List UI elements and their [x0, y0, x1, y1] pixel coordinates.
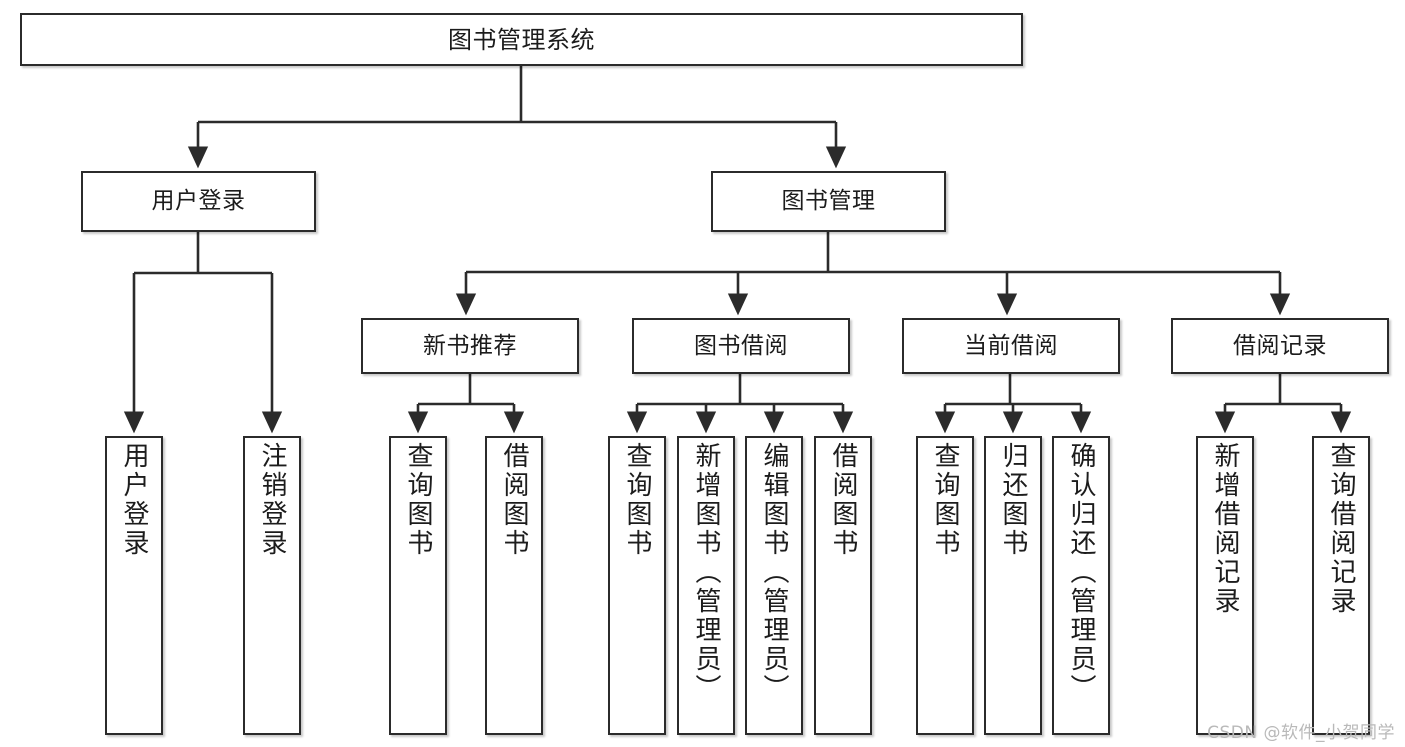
- node-new-book-recommend-label: 新书推荐: [423, 332, 517, 359]
- node-leaf-logout[interactable]: 注销登录: [243, 436, 301, 735]
- node-leaf-add-record-label: 新增借阅记录: [1210, 442, 1240, 616]
- node-leaf-query-book-3-label: 查询图书: [930, 442, 960, 558]
- node-book-borrow[interactable]: 图书借阅: [632, 318, 850, 374]
- node-leaf-query-record[interactable]: 查询借阅记录: [1312, 436, 1370, 735]
- node-root-label: 图书管理系统: [448, 25, 595, 54]
- node-leaf-return-book-label: 归还图书: [998, 442, 1028, 558]
- csdn-watermark: CSDN @软件_小贺同学: [1207, 723, 1395, 743]
- node-leaf-add-book-label: 新增图书（管理员）: [691, 442, 721, 703]
- node-leaf-borrow-book-2[interactable]: 借阅图书: [814, 436, 872, 735]
- node-leaf-logout-label: 注销登录: [257, 442, 287, 558]
- node-leaf-return-book[interactable]: 归还图书: [984, 436, 1042, 735]
- node-leaf-query-record-label: 查询借阅记录: [1326, 442, 1356, 616]
- node-user-login[interactable]: 用户登录: [81, 171, 316, 232]
- node-leaf-edit-book[interactable]: 编辑图书（管理员）: [745, 436, 803, 735]
- node-borrow-record-label: 借阅记录: [1233, 332, 1327, 359]
- node-book-manage-label: 图书管理: [781, 188, 876, 215]
- node-leaf-add-book[interactable]: 新增图书（管理员）: [677, 436, 735, 735]
- node-leaf-user-login-label: 用户登录: [119, 442, 149, 558]
- node-book-manage[interactable]: 图书管理: [711, 171, 946, 232]
- node-leaf-confirm-return-label: 确认归还（管理员）: [1066, 442, 1096, 703]
- node-root[interactable]: 图书管理系统: [20, 13, 1023, 66]
- node-leaf-borrow-book-2-label: 借阅图书: [828, 442, 858, 558]
- node-book-borrow-label: 图书借阅: [694, 332, 788, 359]
- node-leaf-confirm-return[interactable]: 确认归还（管理员）: [1052, 436, 1110, 735]
- node-leaf-borrow-book-1-label: 借阅图书: [499, 442, 529, 558]
- node-leaf-query-book-3[interactable]: 查询图书: [916, 436, 974, 735]
- node-current-borrow-label: 当前借阅: [964, 332, 1058, 359]
- node-leaf-add-record[interactable]: 新增借阅记录: [1196, 436, 1254, 735]
- node-new-book-recommend[interactable]: 新书推荐: [361, 318, 579, 374]
- node-leaf-user-login[interactable]: 用户登录: [105, 436, 163, 735]
- node-leaf-edit-book-label: 编辑图书（管理员）: [759, 442, 789, 703]
- node-current-borrow[interactable]: 当前借阅: [902, 318, 1120, 374]
- node-user-login-label: 用户登录: [151, 188, 246, 215]
- node-leaf-query-book-1-label: 查询图书: [403, 442, 433, 558]
- node-borrow-record[interactable]: 借阅记录: [1171, 318, 1389, 374]
- node-leaf-query-book-2[interactable]: 查询图书: [608, 436, 666, 735]
- node-leaf-borrow-book-1[interactable]: 借阅图书: [485, 436, 543, 735]
- node-leaf-query-book-2-label: 查询图书: [622, 442, 652, 558]
- node-leaf-query-book-1[interactable]: 查询图书: [389, 436, 447, 735]
